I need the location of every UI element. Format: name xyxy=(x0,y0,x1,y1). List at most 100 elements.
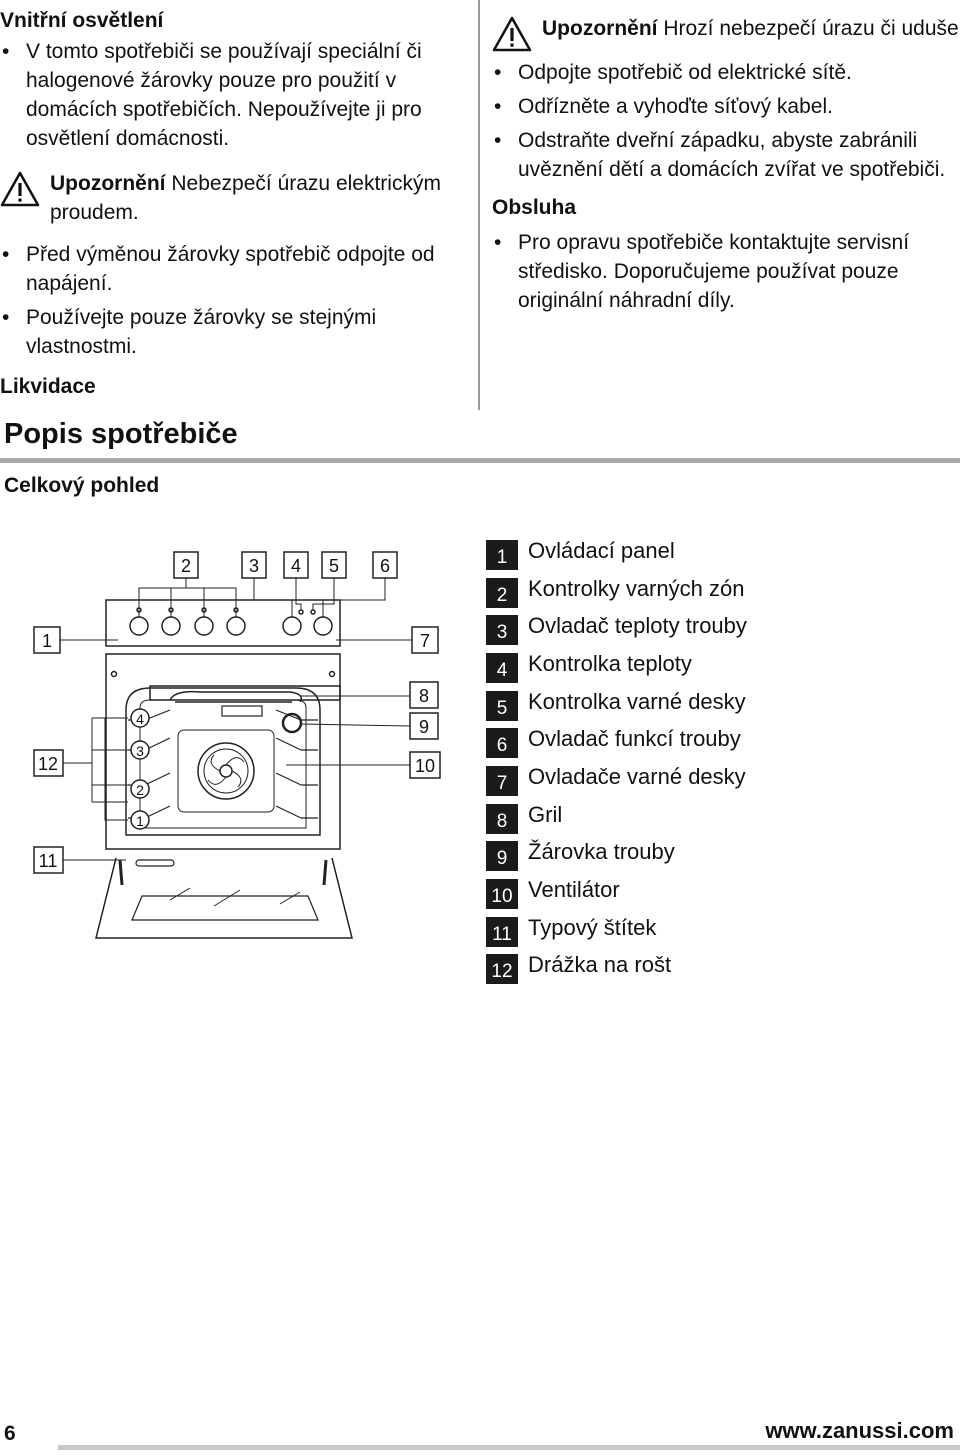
legend-label: Ventilátor xyxy=(528,877,620,903)
bullet-list-disposal: Odpojte spotřebič od elektrické sítě. Od… xyxy=(492,58,957,184)
legend-number: 12 xyxy=(486,954,518,985)
legend-row: 12 Drážka na rošt xyxy=(486,947,956,985)
oven-door xyxy=(95,857,353,939)
warning-electric: Upozornění Nebezpečí úrazu elektrickým p… xyxy=(0,169,470,227)
legend-row: 10 Ventilátor xyxy=(486,871,956,910)
legend-label: Kontrolky varných zón xyxy=(528,575,745,601)
heading-service: Obsluha xyxy=(492,196,577,219)
legend-label: Gril xyxy=(528,801,563,827)
warning-text: Hrozí nebezpečí úrazu či udušení. xyxy=(663,17,960,40)
legend-number: 7 xyxy=(486,765,518,796)
shelf-number-1: 1 xyxy=(136,813,144,829)
right-column: Upozornění Hrozí nebezpečí úrazu či uduš… xyxy=(492,0,960,315)
oven-knobs xyxy=(282,609,333,636)
parts-legend: 1 Ovládací panel 2 Kontrolky varných zón 3… xyxy=(486,532,956,985)
oven-lamp xyxy=(281,712,303,734)
title-rule xyxy=(0,458,960,463)
legend-row: 2 Kontrolky varných zón xyxy=(486,570,956,608)
callout-5: 5 xyxy=(329,556,339,576)
footer-url[interactable]: www.zanussi.com xyxy=(765,1418,954,1443)
grill-element xyxy=(169,690,302,703)
callout-6: 6 xyxy=(380,556,390,576)
callout-7: 7 xyxy=(420,631,430,651)
legend-number: 9 xyxy=(486,841,518,872)
legend-label: Ovládací panel xyxy=(528,537,675,563)
column-divider xyxy=(478,0,480,410)
legend-number: 2 xyxy=(486,577,518,608)
shelf-guides xyxy=(128,709,318,819)
control-panel xyxy=(105,599,341,647)
warning-label: Upozornění xyxy=(50,172,166,195)
callout-lines xyxy=(60,578,412,861)
callout-1: 1 xyxy=(42,631,52,651)
legend-label: Kontrolka varné desky xyxy=(528,688,746,714)
warning-text: Nebezpečí úrazu elektrickým proudem. xyxy=(50,172,441,224)
heading-disposal: Likvidace xyxy=(0,375,96,398)
callout-8: 8 xyxy=(419,686,429,706)
fan xyxy=(177,729,275,813)
shelf-numbers: 4 3 2 1 xyxy=(130,708,150,830)
legend-row: 7 Ovladače varné desky xyxy=(486,758,956,796)
callout-9: 9 xyxy=(419,717,429,737)
legend-row: 3 Ovladač teploty trouby xyxy=(486,607,956,646)
legend-number: 3 xyxy=(486,615,518,646)
callout-12: 12 xyxy=(38,754,58,774)
warning-triangle-icon xyxy=(492,16,532,52)
shelf-number-4: 4 xyxy=(136,711,144,727)
warning-label: Upozornění xyxy=(542,17,658,40)
warning-triangle-icon xyxy=(0,171,40,207)
list-item: Odřízněte a vyhoďte síťový kabel. xyxy=(492,92,957,121)
legend-row: 6 Ovladač funkcí trouby xyxy=(486,720,956,759)
page-title: Popis spotřebiče xyxy=(4,418,238,450)
list-item: V tomto spotřebiči se používají speciáln… xyxy=(0,37,465,153)
legend-number: 5 xyxy=(486,690,518,721)
list-item: Odpojte spotřebič od elektrické sítě. xyxy=(492,58,957,87)
hob-knobs xyxy=(129,607,246,636)
bullet-list-light: V tomto spotřebiči se používají speciáln… xyxy=(0,37,465,153)
list-item: Před výměnou žárovky spotřebič odpojte o… xyxy=(0,240,445,298)
callout-3: 3 xyxy=(249,556,259,576)
legend-label: Ovladač funkcí trouby xyxy=(528,726,741,752)
legend-label: Ovladač teploty trouby xyxy=(528,613,747,639)
legend-row: 4 Kontrolka teploty xyxy=(486,645,956,683)
list-item: Odstraňte dveřní západku, abyste zabráni… xyxy=(492,126,957,184)
list-item: Používejte pouze žárovky se stejnými vla… xyxy=(0,303,445,361)
legend-number: 4 xyxy=(486,652,518,683)
top-callouts: 2 3 4 5 6 xyxy=(173,551,398,579)
warning-suffocation: Upozornění Hrozí nebezpečí úrazu či uduš… xyxy=(492,14,960,52)
legend-number: 10 xyxy=(486,879,518,910)
legend-label: Typový štítek xyxy=(528,914,657,940)
legend-row: 11 Typový štítek xyxy=(486,909,956,947)
legend-row: 9 Žárovka trouby xyxy=(486,834,956,872)
oven-cavity xyxy=(125,687,321,836)
bullet-list-service: Pro opravu spotřebiče kontaktujte servis… xyxy=(492,228,952,315)
shelf-number-2: 2 xyxy=(136,782,144,798)
page-number: 6 xyxy=(4,1422,16,1445)
left-callouts: 1 12 11 xyxy=(33,626,64,874)
list-item: Pro opravu spotřebiče kontaktujte servis… xyxy=(492,228,952,315)
legend-row: 1 Ovládací panel xyxy=(486,532,956,570)
legend-number: 11 xyxy=(486,916,518,947)
legend-number: 6 xyxy=(486,728,518,759)
legend-number: 1 xyxy=(486,539,518,570)
oven-diagram: 2 3 4 5 6 1 12 11 7 8 9 10 4 3 2 1 xyxy=(33,551,441,939)
legend-row: 5 Kontrolka varné desky xyxy=(486,683,956,721)
callout-2: 2 xyxy=(181,556,191,576)
legend-row: 8 Gril xyxy=(486,796,956,834)
legend-label: Ovladače varné desky xyxy=(528,763,746,789)
section-title: Celkový pohled xyxy=(4,474,160,497)
callout-10: 10 xyxy=(415,756,435,776)
legend-number: 8 xyxy=(486,803,518,834)
legend-label: Kontrolka teploty xyxy=(528,650,692,676)
right-callouts: 7 8 9 10 xyxy=(409,626,441,779)
oven-body xyxy=(105,653,341,850)
callout-11: 11 xyxy=(39,851,58,871)
footer-rule xyxy=(58,1445,960,1450)
legend-label: Žárovka trouby xyxy=(528,839,675,865)
bullet-list-bulb: Před výměnou žárovky spotřebič odpojte o… xyxy=(0,240,445,361)
callout-4: 4 xyxy=(291,556,301,576)
shelf-number-3: 3 xyxy=(136,743,144,759)
legend-label: Drážka na rošt xyxy=(528,952,672,978)
left-column: Vnitřní osvětlení V tomto spotřebiči se … xyxy=(0,0,470,399)
rating-plate xyxy=(135,859,175,867)
